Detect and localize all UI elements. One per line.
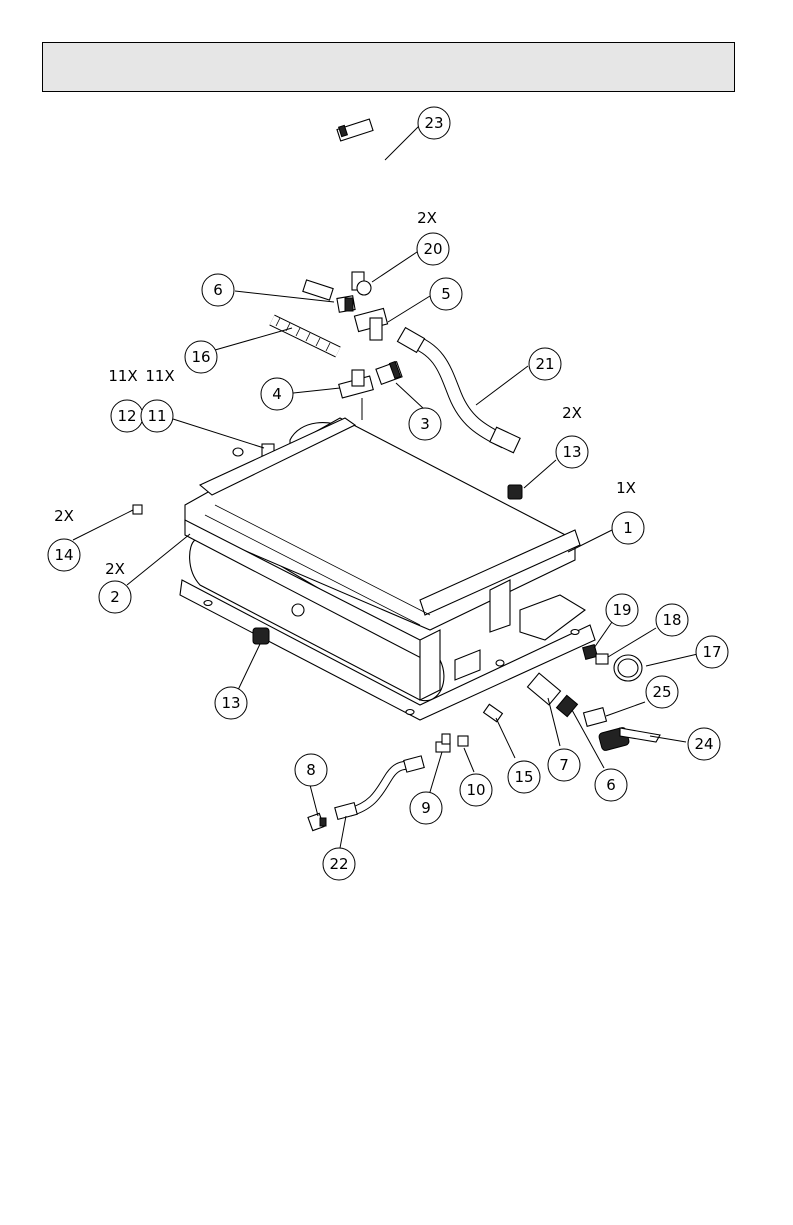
balloon-2: 2 xyxy=(99,581,131,613)
balloon-11: 11 xyxy=(141,400,173,432)
balloon-10: 10 xyxy=(460,774,492,806)
valve-24 xyxy=(598,727,660,752)
balloon-number: 24 xyxy=(694,735,713,753)
fitting-18 xyxy=(596,654,608,664)
balloon-20: 20 xyxy=(417,233,449,265)
fitting-7 xyxy=(527,673,560,705)
balloon-16: 16 xyxy=(185,341,217,373)
balloon-number: 2 xyxy=(110,588,120,606)
balloon-number: 6 xyxy=(606,776,616,794)
balloon-4: 4 xyxy=(261,378,293,410)
balloon-3: 3 xyxy=(409,408,441,440)
balloon-number: 4 xyxy=(272,385,282,403)
balloon-number: 10 xyxy=(466,781,485,799)
balloon-number: 25 xyxy=(652,683,671,701)
balloon-15: 15 xyxy=(508,761,540,793)
balloon-13: 13 xyxy=(215,687,247,719)
balloon-number: 12 xyxy=(117,407,136,425)
balloon-6: 6 xyxy=(202,274,234,306)
balloon-number: 23 xyxy=(424,114,443,132)
balloon-number: 17 xyxy=(702,643,721,661)
bolt-14 xyxy=(133,505,142,514)
fitting-9 xyxy=(436,734,450,752)
balloon-number: 13 xyxy=(562,443,581,461)
balloon-number: 13 xyxy=(221,694,240,712)
balloon-22: 22 xyxy=(323,848,355,880)
balloon-9: 9 xyxy=(410,792,442,824)
balloon-number: 9 xyxy=(421,799,431,817)
balloon-19: 19 xyxy=(606,594,638,626)
quantity-label: 11X xyxy=(145,367,174,385)
balloon-number: 20 xyxy=(423,240,442,258)
balloon-number: 21 xyxy=(535,355,554,373)
quantity-label: 2X xyxy=(54,507,74,525)
tee-4 xyxy=(339,370,374,420)
balloon-12: 12 xyxy=(111,400,143,432)
balloon-number: 18 xyxy=(662,611,681,629)
balloon-number: 14 xyxy=(54,546,73,564)
balloon-number: 16 xyxy=(191,348,210,366)
balloon-number: 7 xyxy=(559,756,569,774)
elbow-8 xyxy=(308,813,326,830)
plug-13-lower xyxy=(253,628,269,644)
balloon-number: 5 xyxy=(441,285,451,303)
quantity-label: 2X xyxy=(417,209,437,227)
balloon-6: 6 xyxy=(595,769,627,801)
quantity-label: 2X xyxy=(105,560,125,578)
tank-frame-assembly xyxy=(180,418,595,720)
fitting-15 xyxy=(484,704,503,721)
fitting-20 xyxy=(352,272,371,295)
balloon-23: 23 xyxy=(418,107,450,139)
balloon-5: 5 xyxy=(430,278,462,310)
quantity-label: 1X xyxy=(616,479,636,497)
plug-13-upper xyxy=(508,485,522,499)
balloon-1: 1 xyxy=(612,512,644,544)
fitting-10 xyxy=(458,736,468,746)
balloon-number: 3 xyxy=(420,415,430,433)
cap-17 xyxy=(614,655,642,681)
balloon-17: 17 xyxy=(696,636,728,668)
balloon-14: 14 xyxy=(48,539,80,571)
fitting-6-top xyxy=(337,296,355,313)
fitting-3 xyxy=(376,361,402,384)
balloon-number: 1 xyxy=(623,519,633,537)
fitting-25 xyxy=(584,708,607,727)
balloon-24: 24 xyxy=(688,728,720,760)
tee-5 xyxy=(354,308,387,340)
balloon-number: 15 xyxy=(514,768,533,786)
balloon-18: 18 xyxy=(656,604,688,636)
hose-23 xyxy=(233,119,389,300)
balloon-number: 22 xyxy=(329,855,348,873)
balloon-number: 11 xyxy=(147,407,166,425)
balloon-number: 6 xyxy=(213,281,223,299)
balloon-7: 7 xyxy=(548,749,580,781)
balloon-21: 21 xyxy=(529,348,561,380)
balloon-13: 13 xyxy=(556,436,588,468)
balloon-25: 25 xyxy=(646,676,678,708)
hose-16 xyxy=(272,318,338,352)
balloon-number: 19 xyxy=(612,601,631,619)
balloon-8: 8 xyxy=(295,754,327,786)
balloon-number: 8 xyxy=(306,761,316,779)
quantity-label: 2X xyxy=(562,404,582,422)
quantity-label: 11X xyxy=(108,367,137,385)
